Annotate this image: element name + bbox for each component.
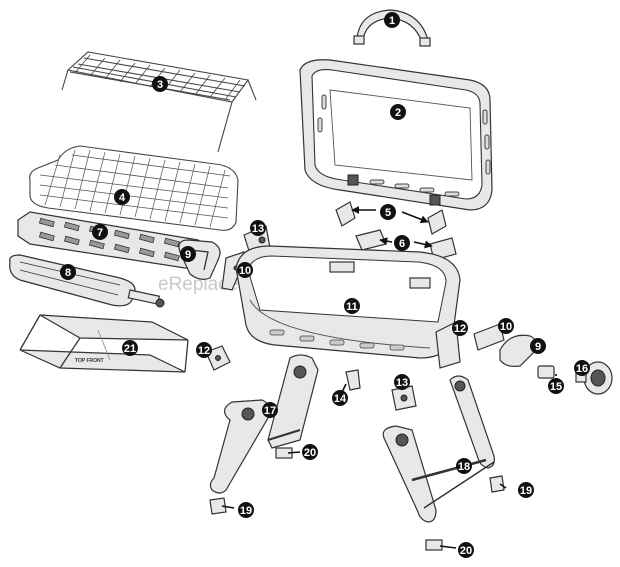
callout-7: 7 — [92, 224, 108, 240]
callout-10a: 10 — [237, 262, 253, 278]
svg-text:18: 18 — [458, 461, 470, 473]
part-knob-base — [537, 365, 555, 379]
svg-text:16: 16 — [576, 363, 588, 375]
part-bracket-right-2 — [473, 323, 505, 351]
part-feet — [209, 475, 505, 515]
callout-20b: 20 — [458, 542, 474, 558]
callout-13a: 13 — [250, 220, 266, 236]
callout-9a: 9 — [180, 246, 196, 262]
svg-text:10: 10 — [239, 265, 251, 277]
callout-21: 21 — [122, 340, 138, 356]
svg-text:3: 3 — [157, 79, 163, 91]
svg-text:19: 19 — [520, 485, 532, 497]
callout-18: 18 — [456, 458, 472, 474]
part-warming-rack — [61, 51, 257, 153]
part-bracket-right — [435, 321, 461, 369]
callout-13b: 13 — [394, 374, 410, 390]
svg-text:7: 7 — [97, 227, 103, 239]
callout-9b: 9 — [530, 338, 546, 354]
svg-text:14: 14 — [334, 393, 347, 405]
svg-text:4: 4 — [119, 192, 126, 204]
callout-10b: 10 — [498, 318, 514, 334]
callout-14: 14 — [332, 390, 348, 406]
svg-text:20: 20 — [460, 545, 472, 557]
callout-6: 6 — [394, 235, 410, 251]
svg-text:17: 17 — [264, 405, 276, 417]
svg-text:19: 19 — [240, 505, 252, 517]
svg-text:13: 13 — [252, 223, 264, 235]
callout-20a: 20 — [302, 444, 318, 460]
svg-text:10: 10 — [500, 321, 512, 333]
part-hinge-brackets — [355, 229, 457, 261]
part-cooking-grate — [29, 145, 239, 231]
svg-text:13: 13 — [396, 377, 408, 389]
part-drip-plate: TOP FRONT — [19, 314, 189, 373]
callout-17: 17 — [262, 402, 278, 418]
callout-12a: 12 — [196, 342, 212, 358]
plate-label: TOP FRONT — [75, 358, 104, 364]
callout-8: 8 — [60, 264, 76, 280]
part-burner — [9, 254, 165, 308]
svg-text:11: 11 — [346, 301, 358, 313]
part-leg-right — [382, 375, 495, 523]
callout-19b: 19 — [518, 482, 534, 498]
svg-text:12: 12 — [454, 323, 466, 335]
callout-15: 15 — [548, 378, 564, 394]
callout-5: 5 — [380, 204, 396, 220]
callout-2: 2 — [390, 104, 406, 120]
svg-text:15: 15 — [550, 381, 562, 393]
svg-text:2: 2 — [395, 107, 401, 119]
callout-19a: 19 — [238, 502, 254, 518]
part-hinges — [335, 201, 447, 235]
svg-text:20: 20 — [304, 447, 316, 459]
svg-text:1: 1 — [389, 15, 395, 27]
part-lid — [299, 59, 493, 211]
part-lid-handle — [353, 9, 431, 47]
part-bracket-lower-left — [205, 345, 231, 371]
part-clip — [345, 369, 361, 391]
callout-4: 4 — [114, 189, 130, 205]
svg-text:9: 9 — [185, 249, 191, 261]
part-regulator — [575, 361, 613, 395]
callout-12b: 12 — [452, 320, 468, 336]
svg-text:8: 8 — [65, 267, 71, 279]
callout-11: 11 — [344, 298, 360, 314]
callout-group: 1 2 3 4 5 6 7 8 9 10 11 12 12 10 9 13 13… — [60, 12, 590, 558]
callout-16: 16 — [574, 360, 590, 376]
part-leg-left — [209, 354, 319, 494]
svg-text:6: 6 — [399, 238, 405, 250]
svg-text:12: 12 — [198, 345, 210, 357]
part-heat-shield-right — [499, 334, 537, 367]
callout-1: 1 — [384, 12, 400, 28]
svg-text:21: 21 — [124, 343, 136, 355]
callout-3: 3 — [152, 76, 168, 92]
svg-text:9: 9 — [535, 341, 541, 353]
svg-text:5: 5 — [385, 207, 391, 219]
